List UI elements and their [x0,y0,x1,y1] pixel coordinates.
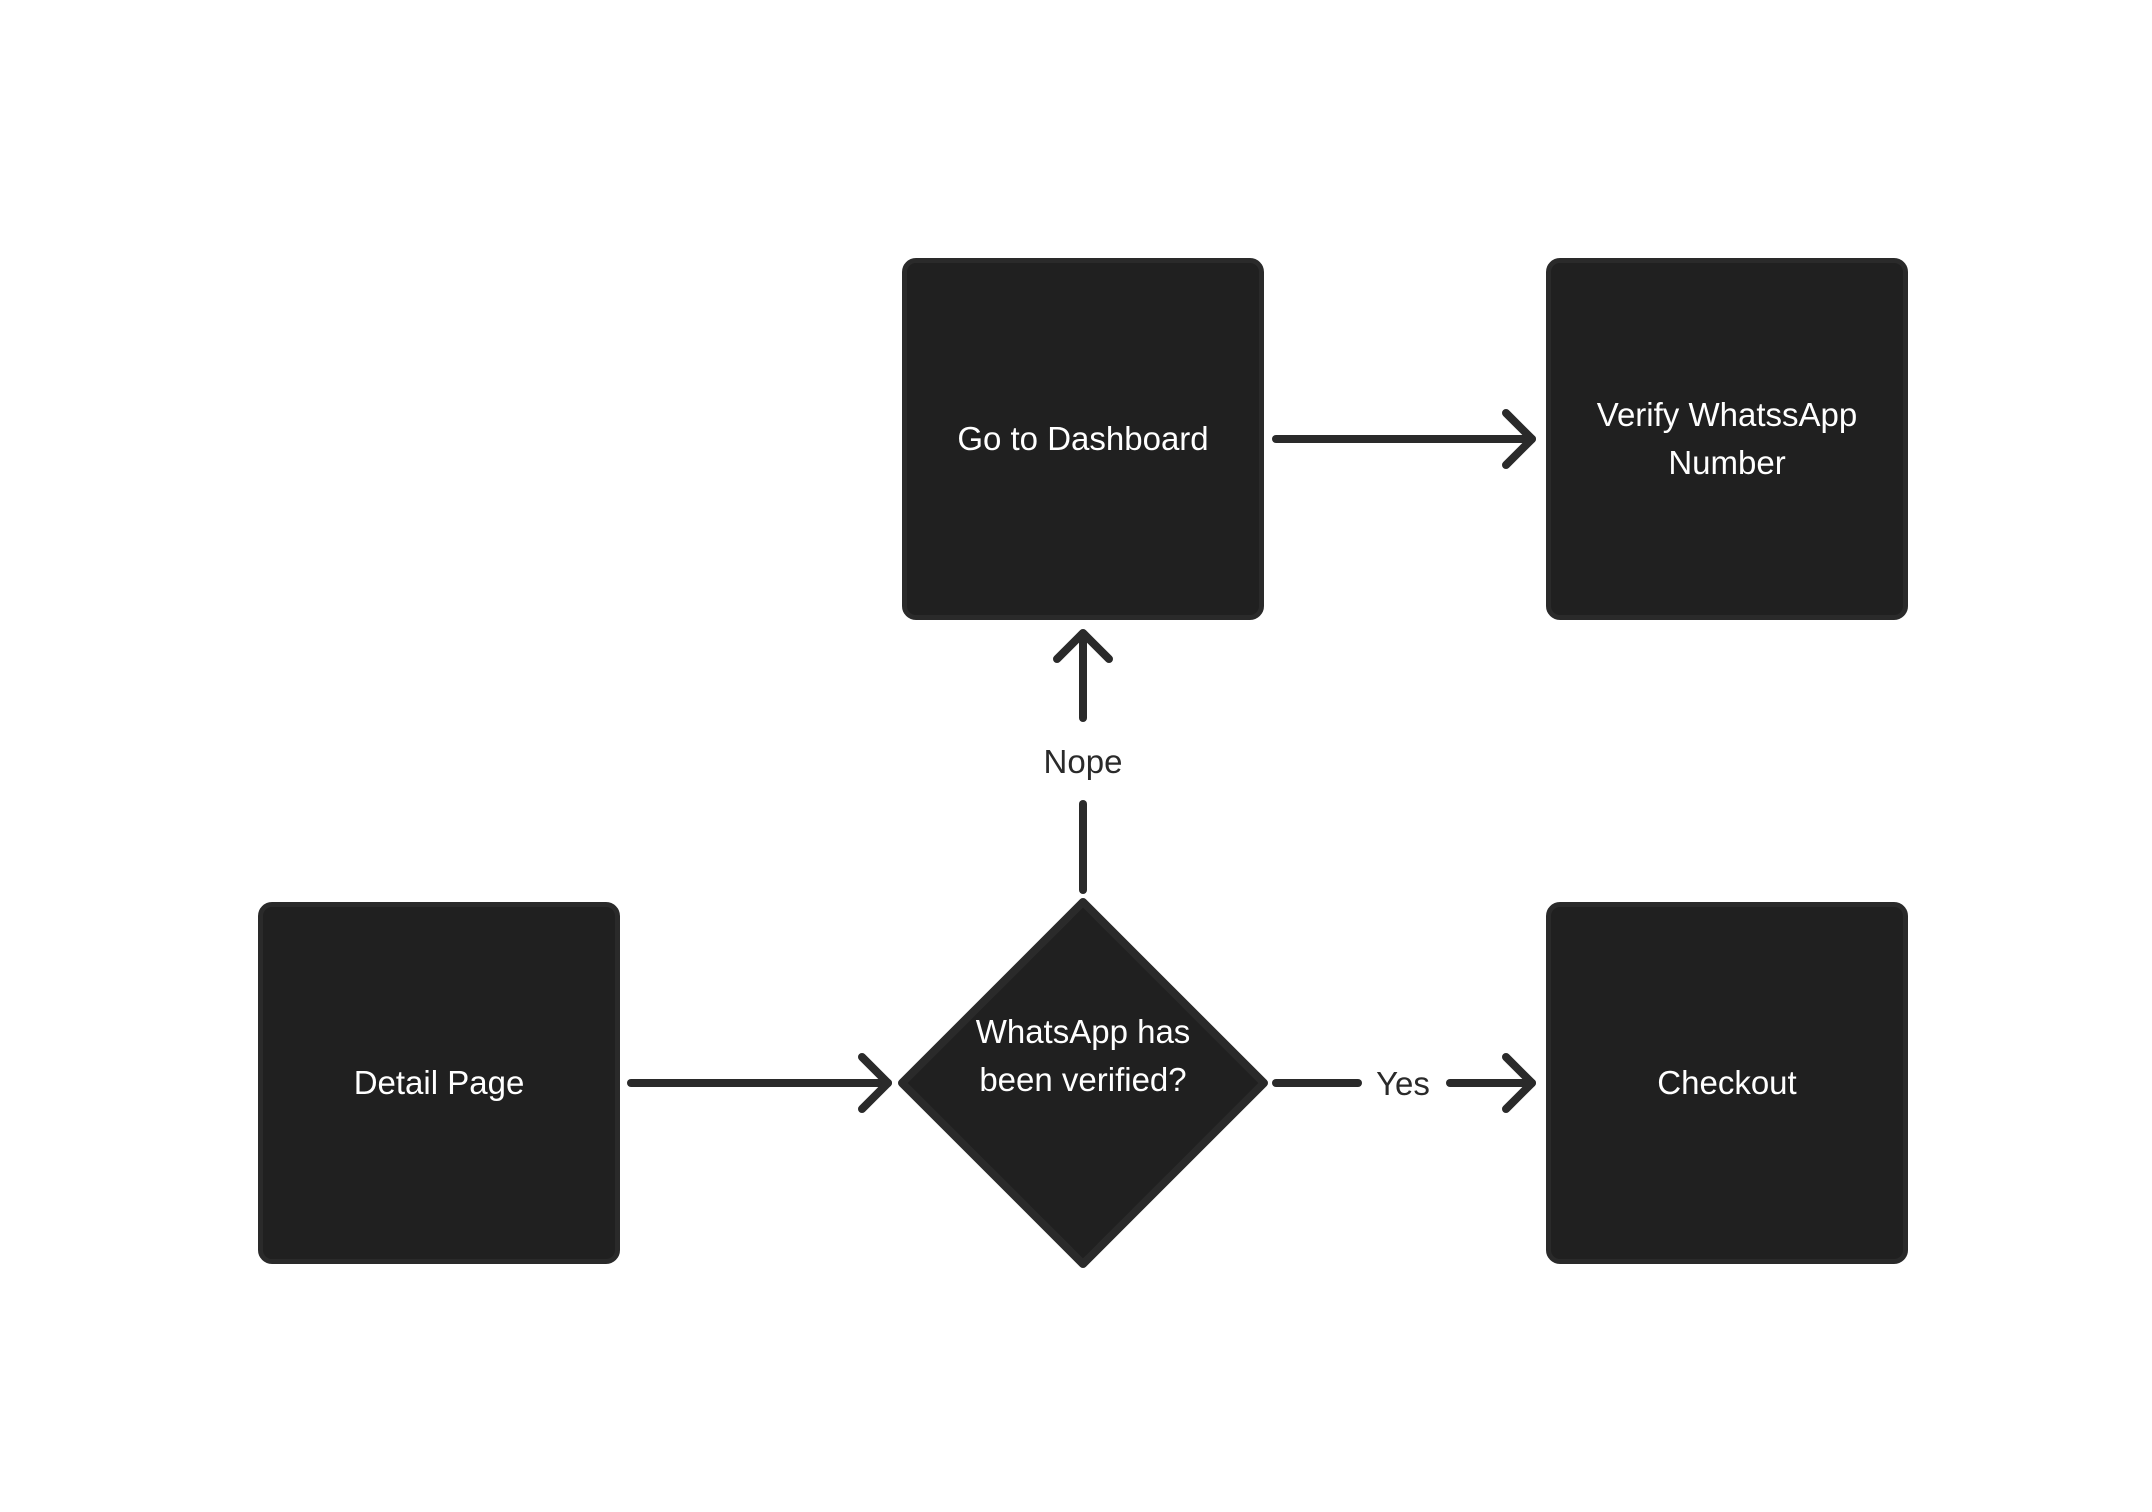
arrowhead [1502,409,1536,469]
edge-label-nope: Nope [1043,743,1123,780]
dashboard-node[interactable]: Go to Dashboard [902,258,1264,620]
checkout-label: Checkout [1657,1064,1797,1101]
checkout-node[interactable]: Checkout [1546,902,1908,1264]
edge-dashboard-to-verify [1272,409,1536,469]
verify-number-label: Verify WhatssApp Number [1596,396,1858,481]
arrowhead [858,1053,892,1113]
detail-page-label: Detail Page [353,1064,525,1101]
edge-detail-to-decision [627,1053,892,1113]
decision-diamond[interactable] [898,898,1268,1268]
edge-decision-to-dashboard [1053,629,1113,894]
edge-decision-to-checkout [1272,1053,1536,1113]
verify-number-node[interactable]: Verify WhatssApp Number [1546,258,1908,620]
detail-page-node[interactable]: Detail Page [258,902,620,1264]
arrowhead [1053,629,1113,663]
arrowhead [1502,1053,1536,1113]
decision-label: WhatsApp has been verified? [975,1013,1191,1098]
dashboard-label: Go to Dashboard [957,420,1209,457]
edge-label-yes: Yes [1376,1065,1430,1102]
